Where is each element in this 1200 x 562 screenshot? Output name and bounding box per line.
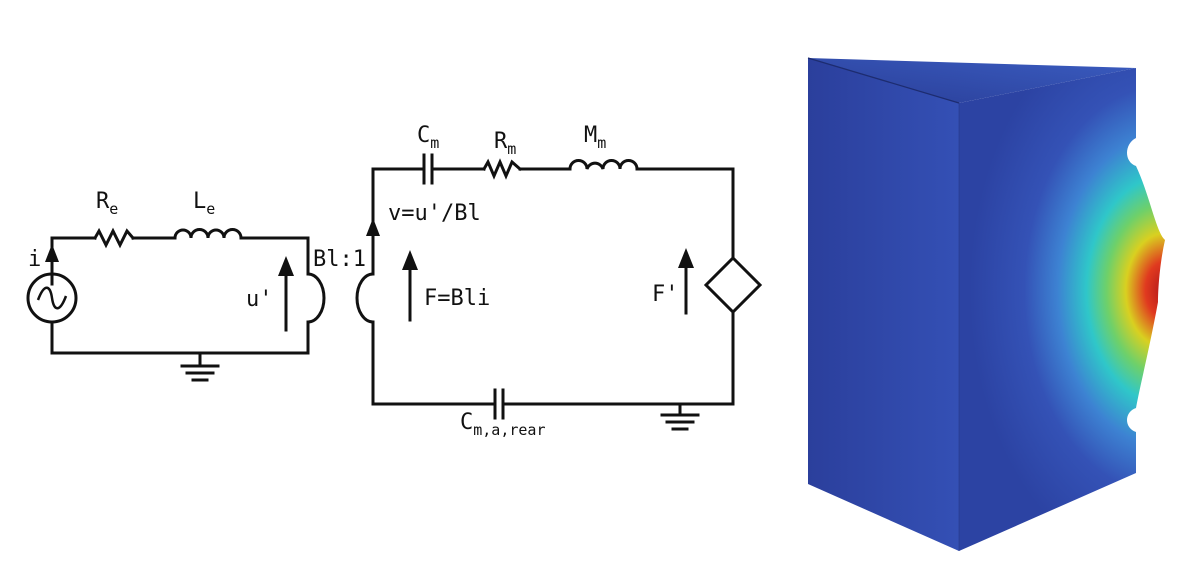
source-current-label: i [28, 247, 41, 272]
electrical-top-wire-left [50, 236, 97, 286]
electrical-circuit: i Re Le u' [26, 189, 310, 382]
electrical-inductor [173, 228, 243, 240]
mechanical-top-wire-c [635, 167, 735, 260]
simulation-block [807, 57, 1165, 551]
rear-capacitor-label: Cm,a,rear [460, 410, 546, 439]
block-side-face [959, 68, 1165, 551]
block-top-face [808, 58, 1136, 103]
current-arrow-icon [45, 244, 59, 262]
ground-icon [660, 402, 700, 431]
ground-icon [180, 351, 220, 382]
rear-capacitor [493, 388, 505, 420]
electrical-resistor-label: Re [96, 189, 118, 218]
electrical-right-wire-lower [50, 320, 310, 355]
sine-wave-icon [36, 286, 68, 310]
transformer-secondary-coil [355, 272, 375, 324]
mechanical-resistor-label: Rm [494, 129, 516, 158]
mechanical-capacitor-label: Cm [417, 123, 439, 152]
mechanical-inductor-label: Mm [584, 123, 606, 152]
mechanical-inductor [568, 159, 639, 171]
dependent-force-arrow-icon [678, 248, 694, 268]
mechanical-capacitor [422, 153, 434, 185]
force-label: F=Bli [424, 286, 490, 311]
voltage-label: u' [246, 287, 273, 312]
velocity-label: v=u'/Bl [388, 201, 481, 226]
transformer: Bl:1 [306, 247, 375, 324]
mechanical-bottom-wire [371, 320, 497, 406]
voltage-arrow-icon [278, 256, 294, 276]
block-front-face [808, 58, 959, 551]
force-arrow-icon [402, 250, 418, 270]
transformer-ratio-label: Bl:1 [313, 247, 366, 272]
ac-source [26, 272, 78, 324]
mechanical-right-wire-lower [501, 310, 735, 406]
velocity-arrow-icon [366, 218, 380, 236]
block-edge-top [807, 57, 960, 104]
mechanical-circuit: Cm Rm Mm v=u'/Bl F=Bli F' Cm,a,rear [366, 123, 763, 439]
electrical-top-wire-right [239, 236, 310, 276]
diamond-source-icon [703, 255, 763, 315]
transformer-primary-coil [306, 272, 326, 324]
electrical-inductor-label: Le [193, 189, 215, 218]
mechanical-left-wire [371, 167, 426, 276]
dependent-force-label: F' [652, 282, 679, 307]
electrical-resistor [92, 227, 136, 249]
mechanical-resistor [481, 158, 523, 180]
